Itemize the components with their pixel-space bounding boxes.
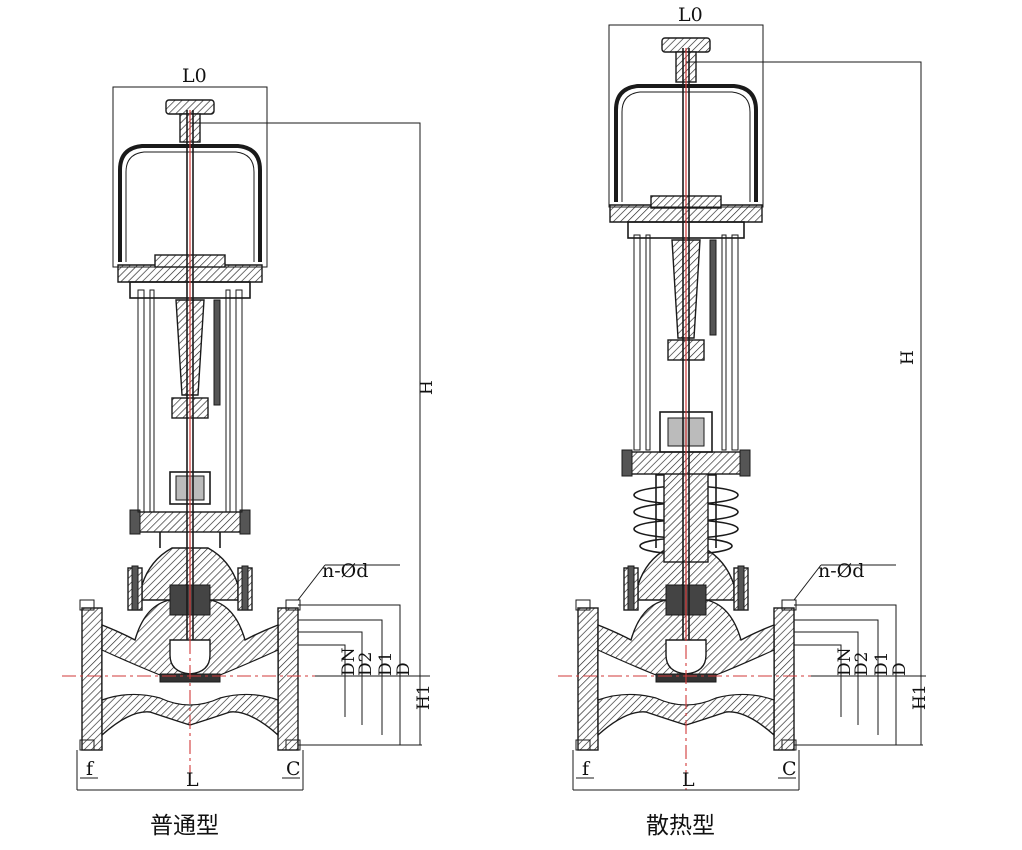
standard-h-label: H bbox=[417, 380, 437, 395]
standard-dn-label: DN bbox=[339, 647, 359, 676]
standard-type-drawing: L0 H n-Ød DN D2 D1 D H1 f C L 普通型 bbox=[62, 65, 437, 839]
heat-dn-label: DN bbox=[835, 647, 855, 676]
heat-d2-label: D2 bbox=[852, 652, 872, 676]
standard-d-label: D bbox=[394, 662, 414, 676]
standard-d2-label: D2 bbox=[356, 652, 376, 676]
heat-bolt-label: n-Ød bbox=[818, 560, 864, 582]
heat-caption: 散热型 bbox=[646, 813, 715, 839]
standard-c-label: C bbox=[286, 758, 301, 780]
standard-l-label: L bbox=[186, 769, 199, 791]
standard-caption: 普通型 bbox=[150, 813, 219, 839]
standard-f-label: f bbox=[86, 758, 95, 780]
standard-d1-label: D1 bbox=[376, 652, 396, 676]
heat-l-label: L bbox=[682, 769, 695, 791]
heat-d-label: D bbox=[890, 662, 910, 676]
heat-f-label: f bbox=[582, 758, 591, 780]
heat-h1-label: H1 bbox=[910, 684, 930, 710]
heat-l0-label: L0 bbox=[678, 4, 703, 26]
standard-l0-label: L0 bbox=[182, 65, 207, 87]
heat-dissipating-type-drawing: L0 H n-Ød DN D2 D1 D H1 f C L 散热型 bbox=[558, 4, 930, 839]
heat-c-label: C bbox=[782, 758, 797, 780]
standard-bolt-label: n-Ød bbox=[322, 560, 368, 582]
heat-d1-label: D1 bbox=[872, 652, 892, 676]
standard-h1-label: H1 bbox=[414, 684, 434, 710]
heat-h-label: H bbox=[898, 350, 918, 365]
